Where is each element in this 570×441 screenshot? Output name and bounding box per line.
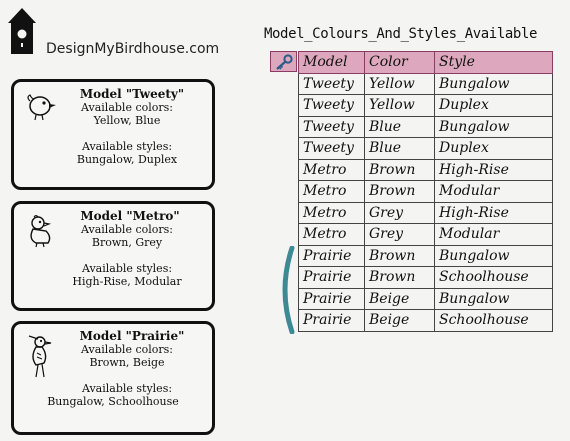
- colors-label: Available colors:: [81, 223, 173, 236]
- cell-color: Grey: [364, 223, 435, 246]
- column-header-style: Style: [434, 51, 553, 74]
- cell-style: Modular: [434, 180, 553, 203]
- bird-metro-icon: [30, 214, 52, 248]
- cell-model: Metro: [298, 223, 365, 246]
- card-title: Model "Metro": [80, 209, 180, 223]
- cell-style: Schoolhouse: [434, 309, 553, 332]
- styles-value: High-Rise, Modular: [72, 275, 182, 288]
- cell-model: Tweety: [298, 115, 365, 138]
- cell-style: Modular: [434, 223, 553, 246]
- styles-value: Bungalow, Duplex: [76, 153, 178, 166]
- cell-style: Schoolhouse: [434, 266, 553, 289]
- styles-label: Available styles:: [81, 382, 173, 395]
- cell-color: Beige: [364, 287, 435, 310]
- cell-color: Blue: [364, 137, 435, 160]
- cell-model: Tweety: [298, 72, 365, 95]
- cell-style: Bungalow: [434, 244, 553, 267]
- cell-color: Brown: [364, 158, 435, 181]
- card-title: Model "Tweety": [79, 87, 185, 101]
- model-card-prairie: Model "Prairie" Available colors: Brown,…: [11, 321, 215, 435]
- model-card-tweety: Model "Tweety" Available colors: Yellow,…: [11, 79, 215, 190]
- column-header-color: Color: [364, 51, 435, 74]
- prairie-rows-bracket: [282, 246, 295, 334]
- column-header-model: Model: [298, 51, 365, 74]
- key-icon: [276, 54, 293, 70]
- cell-style: Bungalow: [434, 115, 553, 138]
- cell-model: Metro: [298, 180, 365, 203]
- cell-color: Brown: [364, 180, 435, 203]
- bird-tweety-icon: [27, 94, 56, 121]
- cell-color: Brown: [364, 266, 435, 289]
- cell-color: Grey: [364, 201, 435, 224]
- styles-label: Available styles:: [81, 140, 173, 153]
- model-card-metro: Model "Metro" Available colors: Brown, G…: [11, 201, 215, 311]
- cell-style: Duplex: [434, 137, 553, 160]
- cell-color: Brown: [364, 244, 435, 267]
- primary-key-marker: [270, 51, 297, 72]
- cell-model: Tweety: [298, 94, 365, 117]
- bird-prairie-icon: [28, 335, 52, 378]
- cell-color: Blue: [364, 115, 435, 138]
- cell-model: Prairie: [298, 244, 365, 267]
- colors-label: Available colors:: [81, 101, 173, 114]
- cell-color: Yellow: [364, 72, 435, 95]
- table-header-row: Model Color Style: [298, 51, 553, 74]
- colors-label: Available colors:: [81, 343, 173, 356]
- styles-value: Bungalow, Schoolhouse: [47, 395, 179, 408]
- table-title: Model_Colours_And_Styles_Available: [264, 26, 537, 42]
- cell-style: Bungalow: [434, 72, 553, 95]
- cell-style: Duplex: [434, 94, 553, 117]
- cell-model: Prairie: [298, 309, 365, 332]
- colors-value: Yellow, Blue: [93, 114, 161, 127]
- cell-style: High-Rise: [434, 158, 553, 181]
- styles-label: Available styles:: [81, 262, 173, 275]
- cell-color: Beige: [364, 309, 435, 332]
- cell-model: Prairie: [298, 266, 365, 289]
- cell-model: Metro: [298, 201, 365, 224]
- birdhouse-icon: [8, 8, 36, 54]
- cell-style: Bungalow: [434, 287, 553, 310]
- site-brand: DesignMyBirdhouse.com: [6, 6, 236, 58]
- site-name: DesignMyBirdhouse.com: [46, 41, 220, 57]
- colors-value: Brown, Grey: [91, 236, 163, 249]
- colors-value: Brown, Beige: [89, 356, 165, 369]
- cell-style: High-Rise: [434, 201, 553, 224]
- card-title: Model "Prairie": [79, 329, 185, 343]
- cell-model: Prairie: [298, 287, 365, 310]
- cell-color: Yellow: [364, 94, 435, 117]
- cell-model: Tweety: [298, 137, 365, 160]
- cell-model: Metro: [298, 158, 365, 181]
